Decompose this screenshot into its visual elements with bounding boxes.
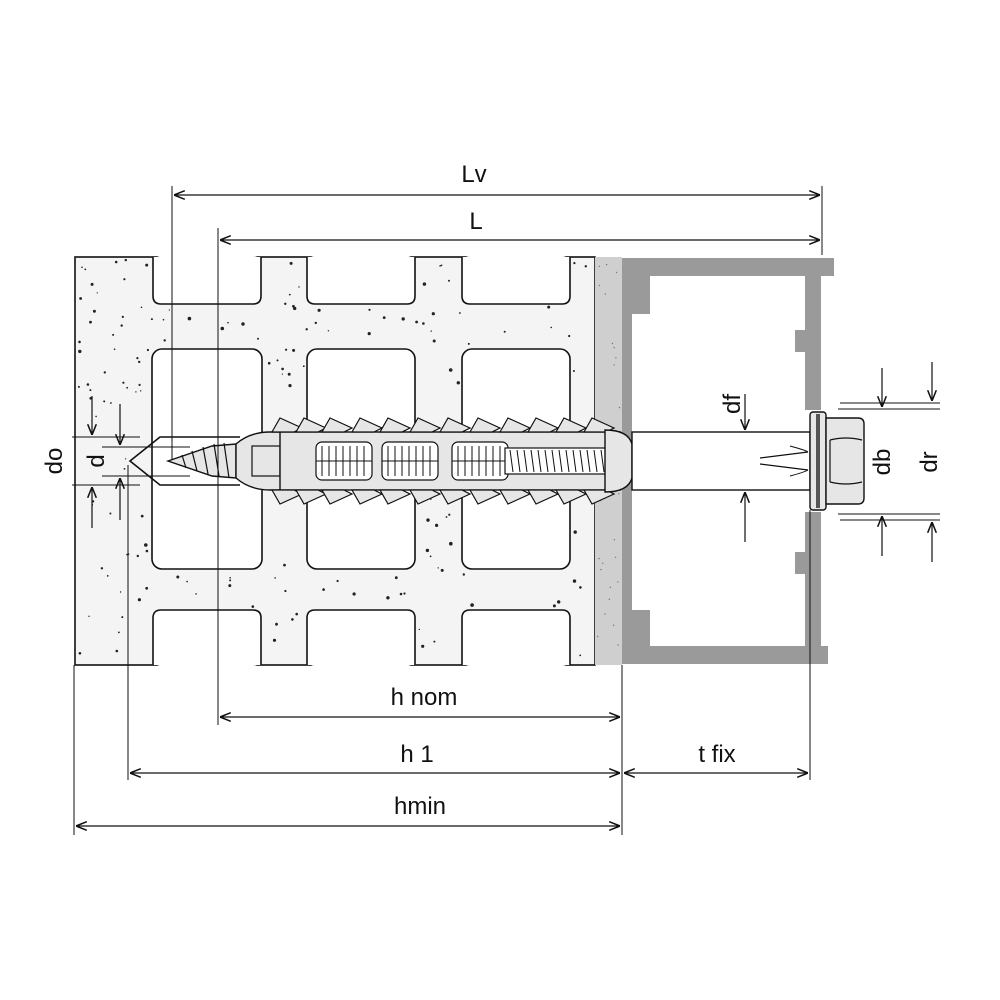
label-t-fix: t fix <box>698 741 735 768</box>
label-d: d <box>83 454 110 467</box>
hollow-brick <box>74 256 596 666</box>
label-h1: h 1 <box>400 741 433 768</box>
hex-head <box>825 417 865 505</box>
dimension-labels: Lv L h nom h 1 t fix hmin do d df db dr <box>41 161 943 820</box>
label-dr: dr <box>916 451 943 472</box>
frame-anchor <box>165 411 865 511</box>
brick-speckle-texture <box>77 258 587 657</box>
brick-bottom-slot <box>152 609 262 665</box>
label-db: db <box>869 449 896 476</box>
plug-collar <box>604 429 633 493</box>
brick-top-slot <box>461 257 571 305</box>
label-hmin: hmin <box>394 793 446 820</box>
plug-expansion-zones <box>315 441 509 481</box>
label-h-nom: h nom <box>391 684 458 711</box>
label-l: L <box>469 208 482 235</box>
label-lv: Lv <box>461 161 486 188</box>
screw-shank <box>631 431 811 491</box>
dimension-lines <box>72 186 940 835</box>
brick-bottom-slot <box>461 609 571 665</box>
plug-expansion-fins <box>270 417 616 505</box>
brick-bottom-slot <box>306 609 416 665</box>
label-df: df <box>719 394 746 414</box>
brick-top-slot <box>152 257 262 305</box>
drill-hole-outline <box>128 436 240 486</box>
label-do: do <box>41 448 68 475</box>
brick-top-slot <box>306 257 416 305</box>
